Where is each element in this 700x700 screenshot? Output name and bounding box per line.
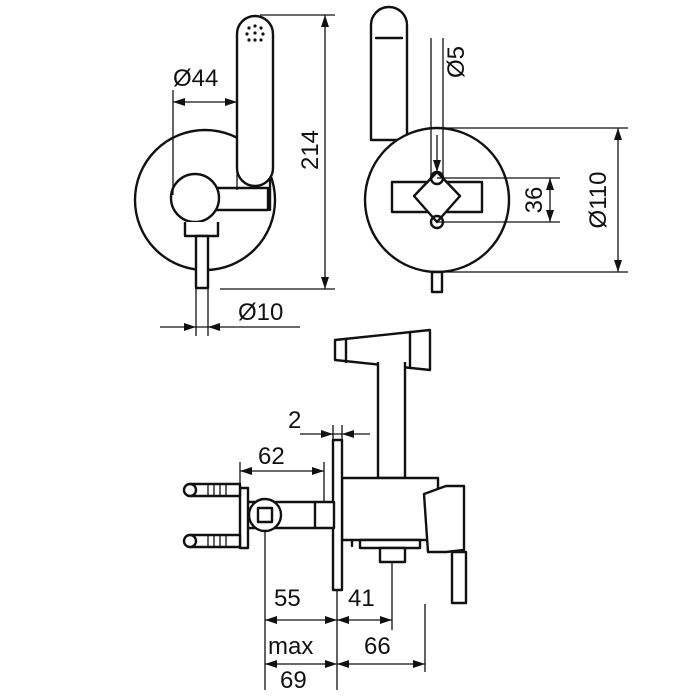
side-lever (450, 550, 468, 605)
label-h214: 214 (297, 130, 324, 170)
label-w55: 55 (274, 585, 301, 612)
front-stem-collar (183, 222, 220, 238)
front-view: Ø44 214 Ø10 (133, 14, 335, 336)
rear-spray-head (369, 5, 409, 142)
side-mixer-body (340, 476, 440, 542)
side-outlet-nut (378, 546, 407, 564)
label-w62: 62 (258, 443, 285, 470)
label-max: max (268, 633, 313, 660)
spray-nozzle-icon (245, 24, 265, 42)
label-d10: Ø10 (238, 299, 283, 326)
side-mount-bar (238, 486, 250, 550)
side-spray-handle (376, 362, 407, 480)
label-max-value: 69 (280, 667, 307, 694)
label-d110: Ø110 (585, 172, 612, 229)
label-d44: Ø44 (173, 65, 218, 92)
front-lever (194, 234, 210, 290)
front-valve-body (169, 172, 221, 224)
side-view: 2 62 55 41 max 69 66 (182, 328, 468, 694)
side-concealed-fitting (247, 497, 283, 533)
side-outlet-ring (358, 538, 422, 550)
label-d5: Ø5 (443, 46, 470, 78)
side-lever-housing (422, 484, 466, 554)
rear-view: Ø5 36 Ø110 (363, 5, 628, 294)
label-h36: 36 (521, 187, 548, 214)
side-spray-head (333, 328, 432, 372)
label-w2: 2 (288, 407, 301, 434)
side-mount-bolt-top (188, 482, 242, 498)
label-w41: 41 (348, 585, 375, 612)
rear-outlet-stub (430, 270, 444, 294)
side-mount-bolt-bottom (188, 533, 242, 549)
label-w66: 66 (364, 633, 391, 660)
